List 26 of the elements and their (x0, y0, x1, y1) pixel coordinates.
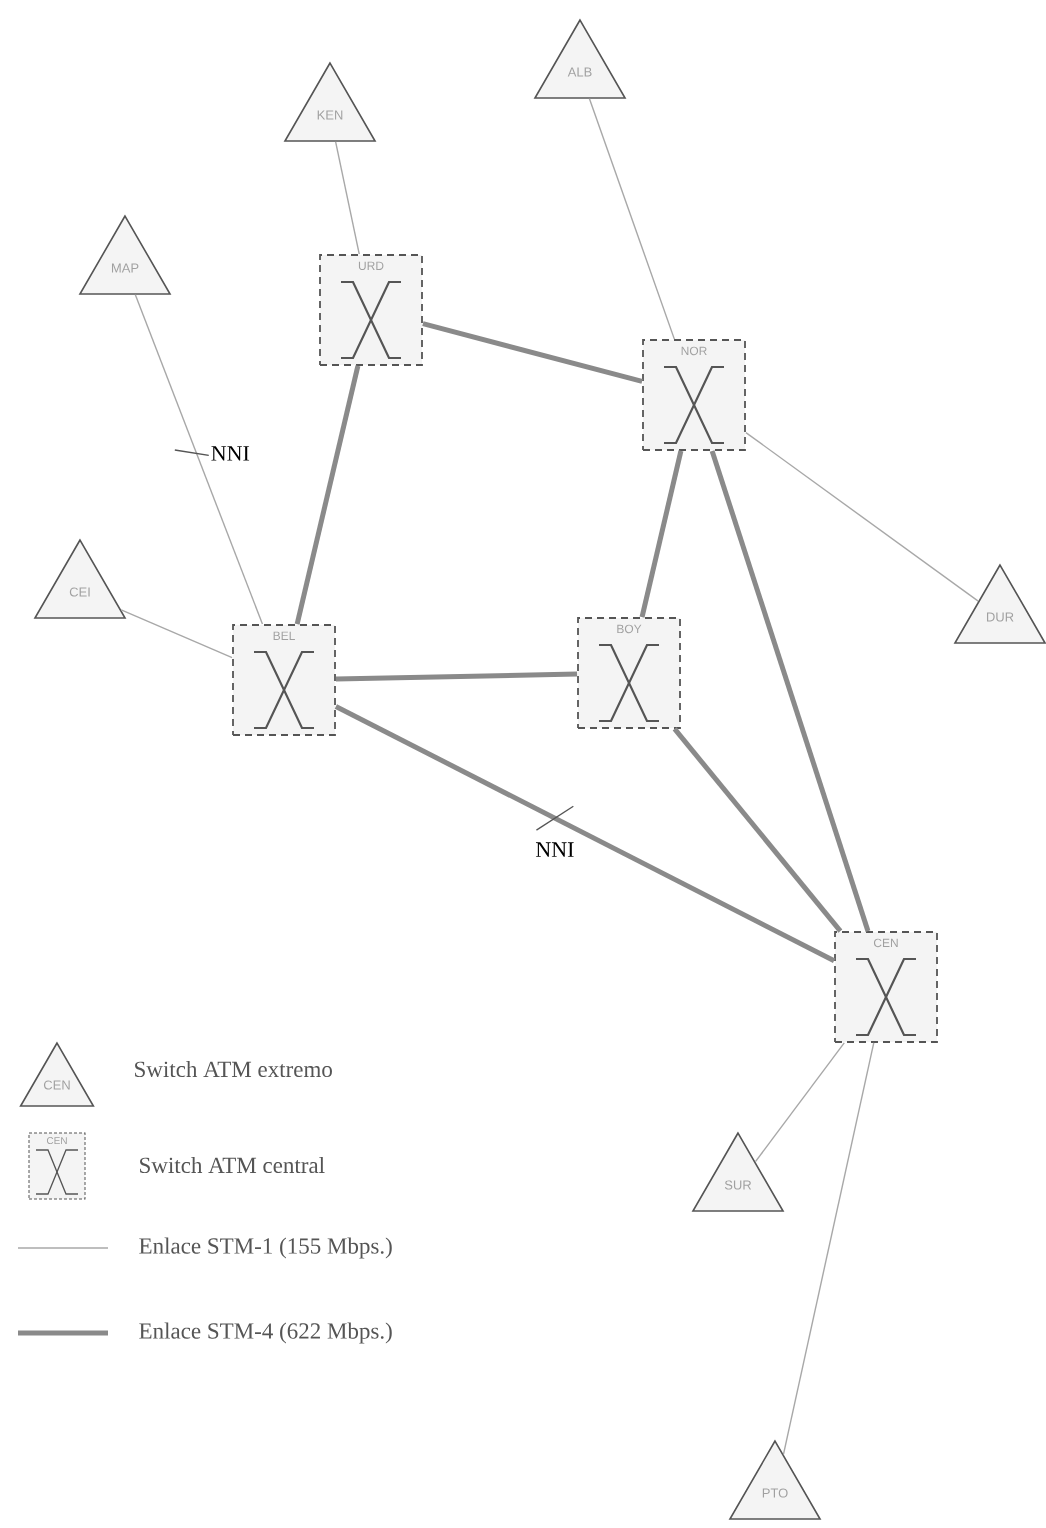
link-line (745, 431, 979, 602)
link-line (672, 727, 843, 933)
link-line (134, 294, 264, 625)
link-line (334, 141, 360, 255)
legend-text: Switch ATM extremo (135, 1060, 332, 1078)
link-line (335, 671, 578, 682)
link-line (754, 1042, 845, 1163)
link-line (334, 704, 836, 963)
link-line (639, 450, 684, 618)
central-switch-box: BEL (232, 624, 336, 736)
legend-text: Switch ATM central (140, 1156, 325, 1174)
legend-text: Enlace STM-1 (155 Mbps.) (139, 1237, 392, 1259)
legend-text: Enlace STM-4 (622 Mbps.) (139, 1322, 392, 1344)
link-line (782, 1042, 875, 1455)
legend-switch-box: CEN (28, 1132, 86, 1200)
central-switch-box: NOR (642, 339, 746, 451)
link-line (709, 450, 871, 932)
central-switch-box: BOY (577, 617, 681, 729)
edge-label: NNI (535, 842, 574, 857)
central-switch-box: URD (319, 254, 423, 366)
link-line (294, 365, 361, 625)
edge-label: NNI (211, 446, 250, 461)
link-line (120, 609, 233, 659)
central-switch-box: CEN (834, 931, 938, 1043)
link-line (588, 98, 676, 340)
link-line (422, 321, 643, 384)
